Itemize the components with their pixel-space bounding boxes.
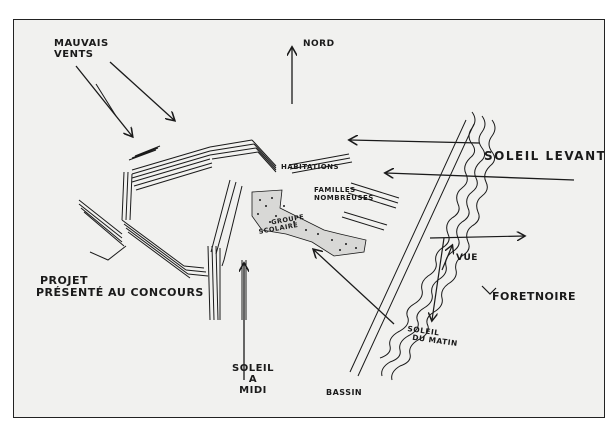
building-hatching bbox=[78, 139, 400, 321]
soleil-levant-label: SOLEIL LEVANT bbox=[484, 149, 605, 163]
soleil-midi-line-2: A bbox=[248, 374, 258, 385]
vue-label: VUE bbox=[456, 253, 478, 263]
familles-label: FAMILLES bbox=[314, 186, 356, 194]
vents-label: VENTS bbox=[54, 49, 94, 60]
mauvais-vents-label: MAUVAIS VENTS bbox=[54, 38, 109, 60]
familles-nombreuses-label: FAMILLES NOMBREUSES bbox=[314, 186, 374, 202]
projet-pointer bbox=[89, 245, 127, 261]
foret-noire-label: FORETNOIRE bbox=[492, 290, 576, 303]
bassin-label: BASSIN bbox=[326, 388, 363, 397]
water-band bbox=[349, 111, 496, 381]
projet-line-2: PRÉSENTÉ AU CONCOURS bbox=[36, 286, 204, 300]
soleil-midi-line-3: MIDI bbox=[239, 385, 267, 396]
sunrise-arrow-2 bbox=[386, 173, 575, 181]
sketch-frame: MAUVAIS VENTS NORD SOLEIL LEVANT HABITAT… bbox=[13, 19, 605, 418]
sunrise-arrow-1 bbox=[350, 140, 480, 143]
morning-sun-arrow bbox=[314, 250, 395, 325]
nombreuses-label: NOMBREUSES bbox=[314, 193, 374, 202]
wind-arrow-2 bbox=[95, 83, 117, 117]
school-group-dots bbox=[257, 197, 357, 251]
wind-arrow-3 bbox=[109, 61, 174, 120]
habitations-label: HABITATIONS bbox=[281, 163, 340, 171]
mauvais-label: MAUVAIS bbox=[54, 38, 109, 49]
view-arrows bbox=[430, 236, 524, 320]
school-group-patch bbox=[251, 189, 367, 257]
projet-line-1: PROJET bbox=[40, 274, 88, 287]
soleil-a-midi-label: SOLEIL A MIDI bbox=[232, 363, 274, 396]
soleil-midi-line-1: SOLEIL bbox=[232, 363, 274, 374]
nord-label: NORD bbox=[303, 39, 335, 49]
projet-label: PROJET PRÉSENTÉ AU CONCOURS bbox=[36, 274, 204, 300]
wind-arrow-1 bbox=[75, 65, 132, 136]
sketch-drawing bbox=[75, 20, 575, 381]
